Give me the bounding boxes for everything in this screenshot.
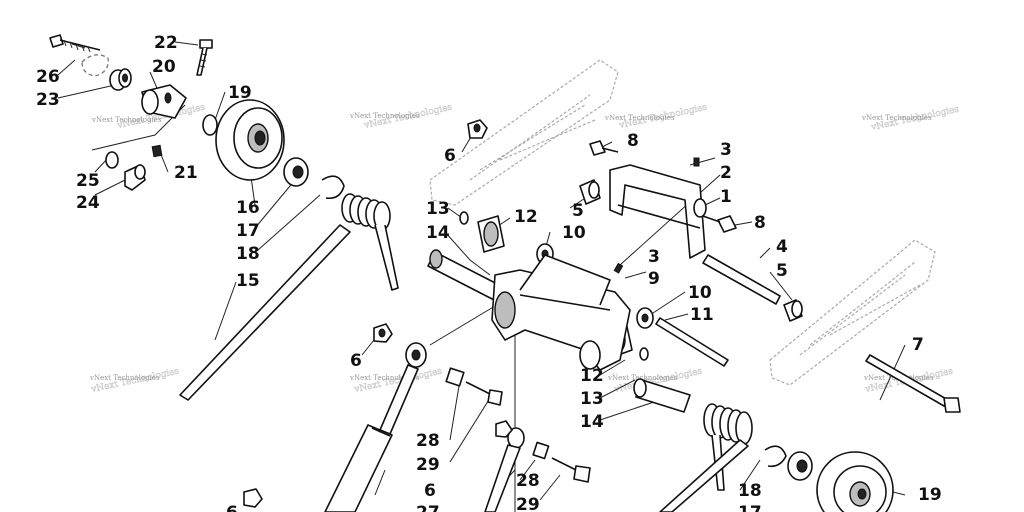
part-ring-13-upper — [459, 211, 469, 225]
callout-18-lower: 18 — [738, 481, 762, 501]
callout-1: 1 — [720, 187, 732, 207]
callout-19-lower: 19 — [918, 485, 942, 505]
part-spacer-28-middle — [445, 367, 465, 387]
part-bearing-17-lower — [787, 451, 813, 481]
callout-22: 22 — [154, 33, 178, 53]
part-bolt-8-right — [699, 214, 737, 233]
watermark-text: vNext Technologies — [89, 374, 160, 382]
watermark-text: vNext Technologies — [607, 374, 678, 382]
callout-5-right: 5 — [776, 261, 788, 281]
callout-3-lower: 3 — [648, 247, 660, 267]
part-spacer-outline — [81, 54, 109, 77]
callout-labels: 26 23 22 20 19 25 24 21 16 17 18 15 6 8 … — [36, 33, 942, 512]
leader-lines — [57, 41, 906, 512]
part-setscrew-21 — [151, 144, 163, 158]
callout-8-right: 8 — [754, 213, 766, 233]
part-bolt-26 — [49, 34, 101, 53]
part-bushing-5-lower — [783, 299, 803, 322]
callout-21: 21 — [174, 163, 198, 183]
callout-16: 16 — [236, 198, 260, 218]
part-setscrew-3-lower — [613, 262, 624, 274]
part-bolt-8-upper — [589, 140, 619, 156]
part-bolt-22 — [196, 39, 213, 76]
callout-14-lower: 14 — [580, 412, 604, 432]
part-bracket-1 — [609, 164, 707, 259]
callout-3-upper: 3 — [720, 140, 732, 160]
part-torsion-spring-15 — [179, 193, 399, 401]
part-snap-ring-18-lower — [764, 445, 787, 468]
callout-8-upper: 8 — [627, 131, 639, 151]
callout-15: 15 — [236, 271, 260, 291]
part-torsion-spring-lower — [659, 403, 753, 512]
callout-25: 25 — [76, 171, 100, 191]
callout-28-lower: 28 — [516, 471, 540, 491]
callout-13-lower: 13 — [580, 389, 604, 409]
callout-2: 2 — [720, 163, 732, 183]
part-nut-6-middle — [373, 323, 393, 343]
part-block-12-upper — [477, 215, 505, 253]
part-shock-27 — [324, 342, 427, 512]
part-ring-13-lower — [639, 347, 649, 361]
part-setscrew-3-upper — [693, 157, 700, 167]
callout-28-middle: 28 — [416, 431, 440, 451]
part-spacer-28-lower — [532, 441, 550, 460]
part-ring-19 — [202, 114, 218, 136]
watermark-text: vNext Technologies — [349, 112, 420, 120]
part-bushing-5-upper — [579, 179, 601, 205]
part-nut-6-lower — [495, 420, 513, 438]
callout-17-lower: 17 — [738, 503, 762, 512]
callout-11: 11 — [690, 305, 714, 325]
callout-26: 26 — [36, 67, 60, 87]
callout-29-middle: 29 — [416, 455, 440, 475]
watermark-text: vNext Technologies — [604, 114, 675, 122]
part-bushing-23 — [109, 68, 132, 91]
callout-12-lower: 12 — [580, 366, 604, 386]
part-snap-ring-18 — [321, 175, 345, 200]
part-bolt-29-lower — [551, 457, 591, 483]
part-rear-arm-9 — [491, 254, 631, 371]
part-washer-25 — [105, 151, 119, 169]
part-bearing-17 — [283, 157, 309, 187]
callout-24: 24 — [76, 193, 100, 213]
callout-6-lower: 6 — [424, 481, 436, 501]
part-pivot-shaft-14-lower — [633, 378, 691, 413]
part-pivot-block-20 — [141, 84, 187, 119]
callout-10-upper: 10 — [562, 223, 586, 243]
part-idler-wheel-16 — [215, 99, 285, 181]
callout-6-upper: 6 — [444, 146, 456, 166]
callout-14-upper: 14 — [426, 223, 450, 243]
part-bushing-10-lower — [636, 307, 654, 329]
callout-6-middle: 6 — [350, 351, 362, 371]
callout-12-upper: 12 — [514, 207, 538, 227]
callout-29-lower: 29 — [516, 495, 540, 512]
part-shaft-11 — [655, 317, 729, 367]
part-nut-6-upper — [467, 119, 488, 139]
callout-10-lower: 10 — [688, 283, 712, 303]
part-nut-bottom-left — [243, 488, 263, 508]
callout-6-partial: 6 — [226, 503, 238, 512]
part-shaft-4 — [702, 254, 781, 305]
part-cap-24 — [124, 164, 146, 191]
callout-20: 20 — [152, 57, 176, 77]
callout-4: 4 — [776, 237, 788, 257]
watermark-text: vNext Technologies — [91, 116, 162, 124]
callout-18-upper: 18 — [236, 244, 260, 264]
callout-17-upper: 17 — [236, 221, 260, 241]
part-idler-wheel-lower — [816, 451, 894, 512]
callout-19-upper: 19 — [228, 83, 252, 103]
part-bolt-29-middle — [465, 381, 503, 406]
watermark-text: vNext Technologies — [349, 374, 420, 382]
callout-27: 27 — [416, 503, 440, 512]
watermark-text: vNext Technologies — [861, 114, 932, 122]
slide-rail-lower — [769, 239, 936, 386]
part-link-arm — [484, 427, 525, 512]
slide-rail-upper — [429, 59, 619, 206]
callout-5-upper: 5 — [572, 201, 584, 221]
callout-23: 23 — [36, 90, 60, 110]
part-bolt-7 — [865, 354, 961, 413]
callout-7: 7 — [912, 335, 924, 355]
callout-9: 9 — [648, 269, 660, 289]
callout-13-upper: 13 — [426, 199, 450, 219]
